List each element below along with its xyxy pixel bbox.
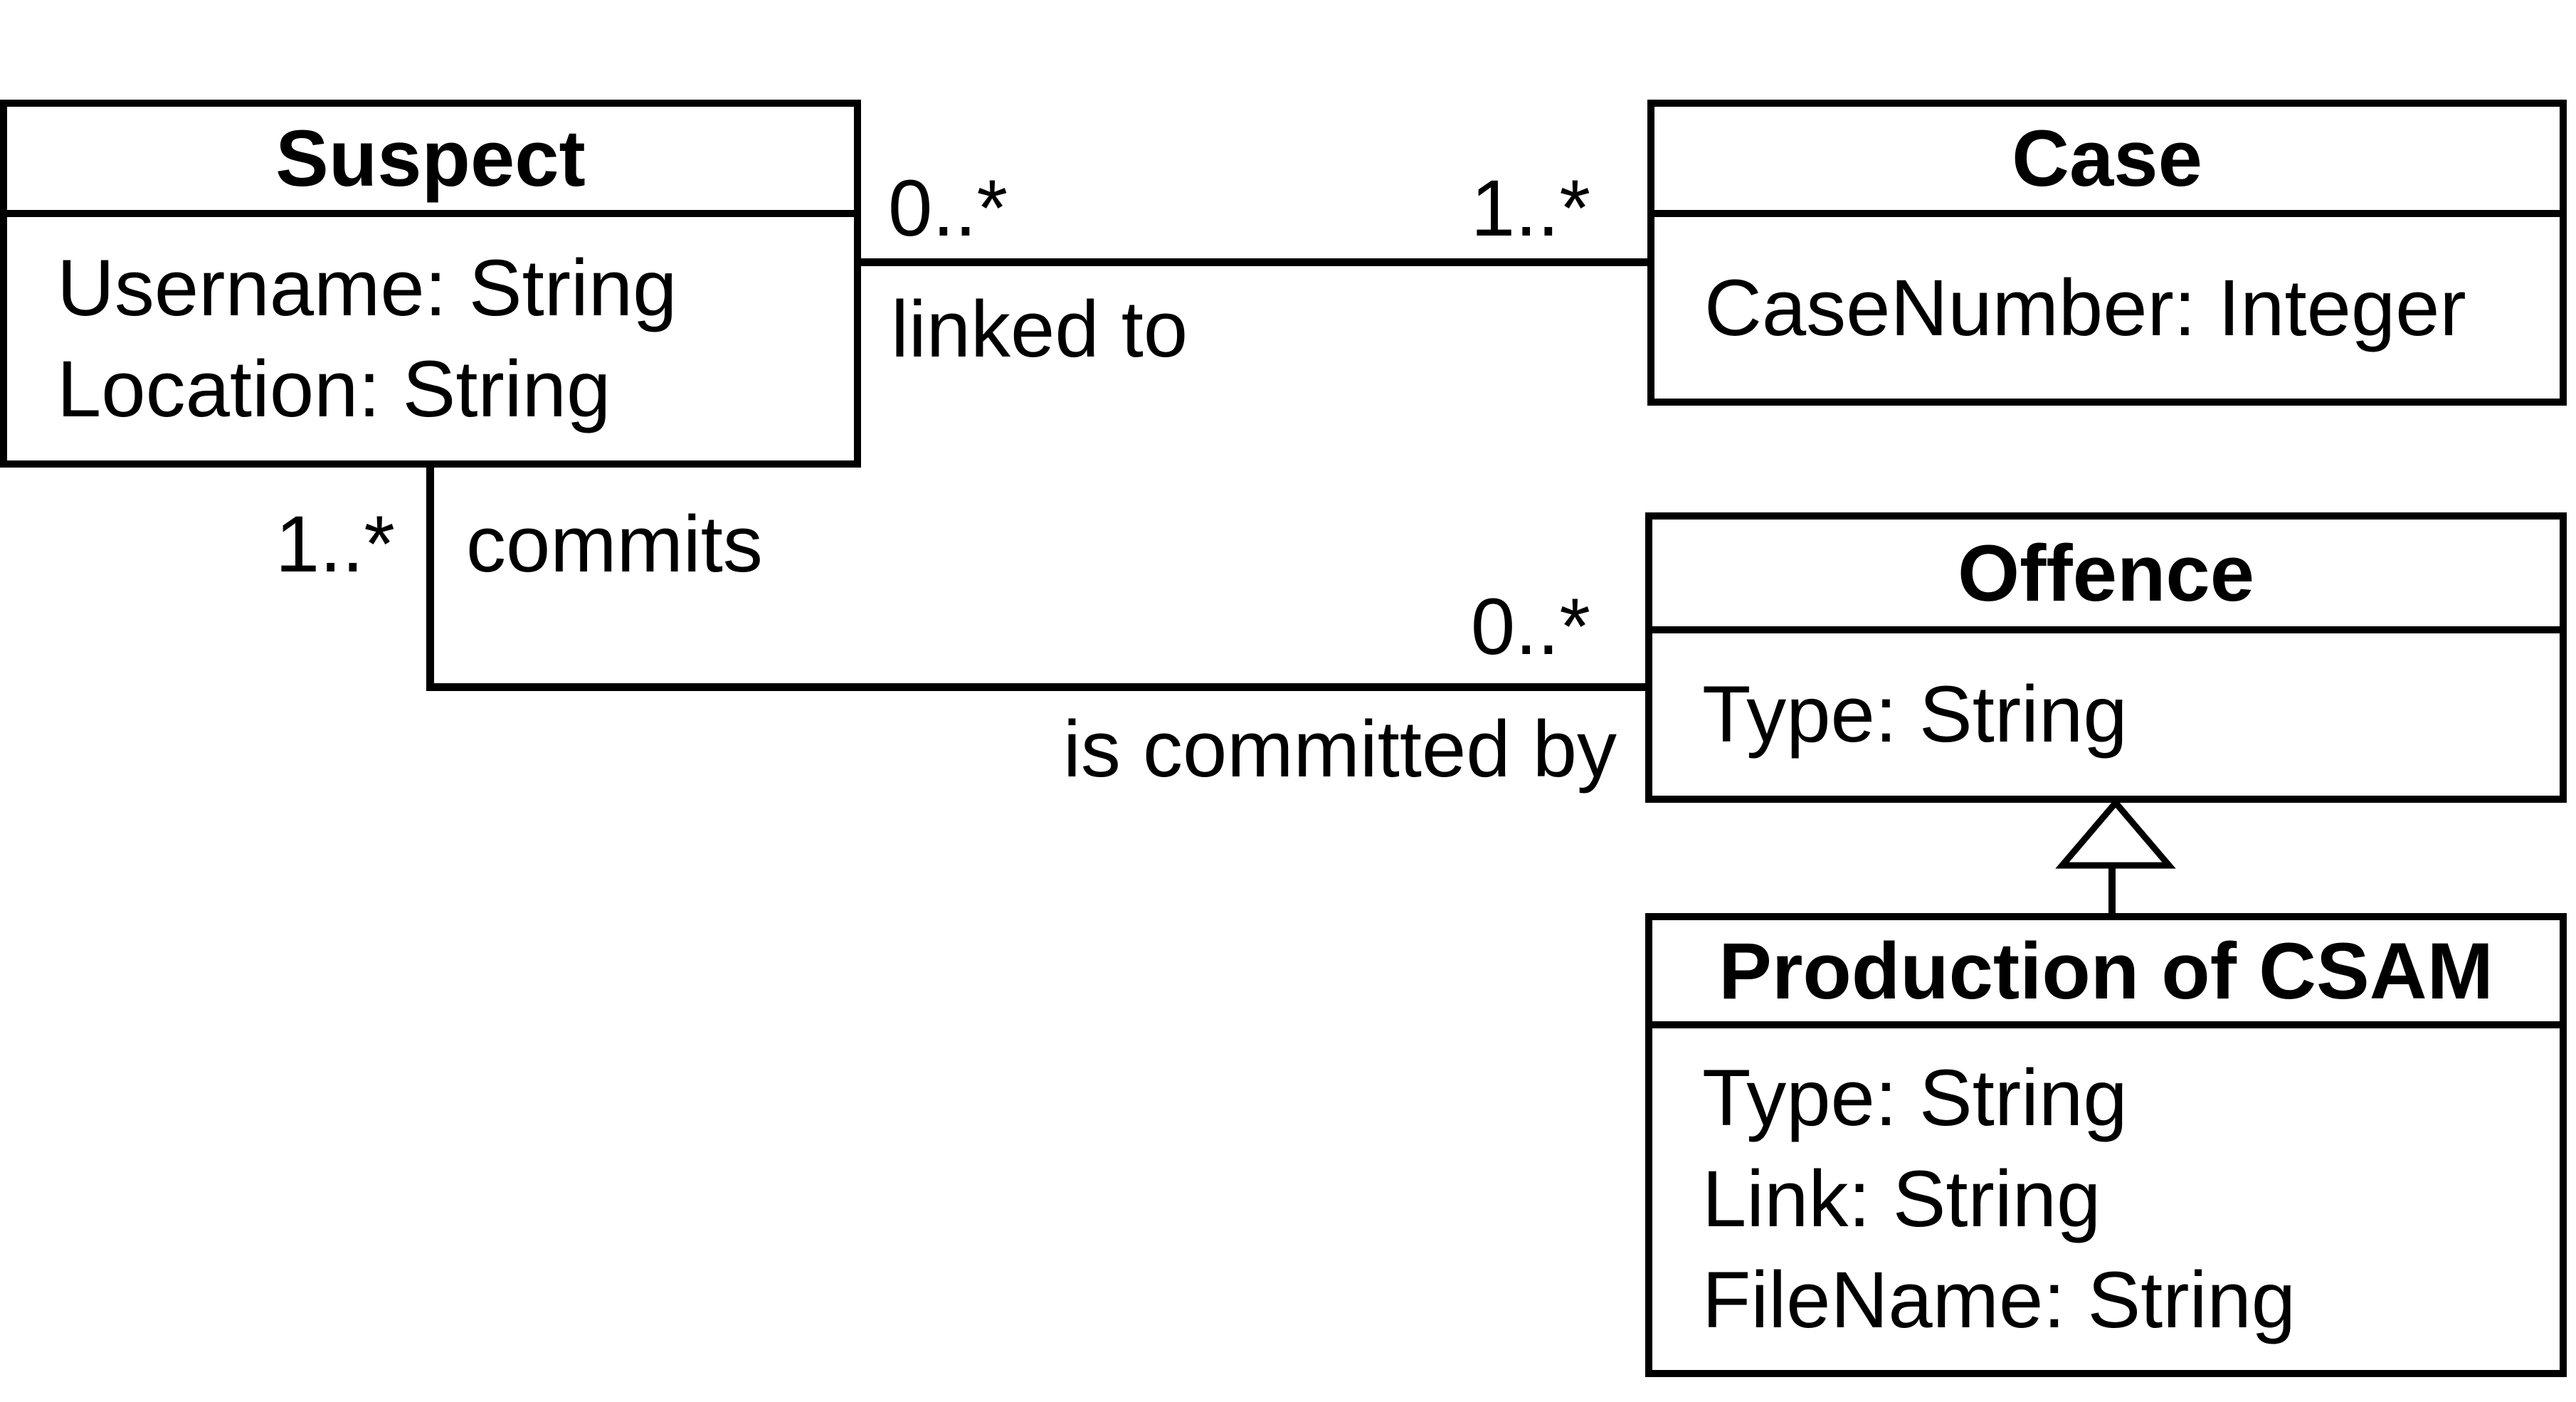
class-offence-attributes: Type: String [1652, 633, 2560, 796]
linked-to-label: linked to [891, 285, 1188, 374]
class-case-attributes: CaseNumber: Integer [1654, 217, 2560, 399]
class-suspect-title: Suspect [7, 107, 854, 217]
linked-to-target-multiplicity: 1..* [1470, 164, 1590, 253]
commits-label: commits [466, 500, 763, 589]
class-offence: Offence Type: String [1645, 512, 2567, 803]
attribute: Type: String [1702, 1053, 2128, 1142]
class-suspect-attributes: Username: String Location: String [7, 217, 854, 460]
attribute: Type: String [1702, 670, 2128, 759]
commits-source-multiplicity: 1..* [275, 500, 395, 589]
generalization-line [2108, 863, 2116, 917]
class-case-title: Case [1654, 107, 2560, 217]
class-offence-title: Offence [1652, 520, 2560, 633]
association-commits-horizontal-line [426, 683, 1649, 691]
class-suspect: Suspect Username: String Location: Strin… [0, 100, 861, 468]
generalization-arrow-icon [2055, 798, 2176, 869]
attribute: FileName: String [1702, 1255, 2296, 1344]
attribute: Username: String [57, 243, 677, 332]
attribute: Link: String [1702, 1154, 2101, 1243]
association-commits-vertical-line [426, 460, 434, 691]
association-linked-to-line [857, 258, 1651, 266]
class-production-of-csam-attributes: Type: String Link: String FileName: Stri… [1652, 1028, 2560, 1370]
linked-to-source-multiplicity: 0..* [888, 164, 1008, 253]
class-production-of-csam-title: Production of CSAM [1652, 920, 2560, 1028]
commits-target-multiplicity: 0..* [1470, 582, 1590, 671]
attribute: CaseNumber: Integer [1704, 263, 2466, 352]
is-committed-by-label: is committed by [1063, 705, 1617, 794]
class-case: Case CaseNumber: Integer [1647, 100, 2567, 406]
class-production-of-csam: Production of CSAM Type: String Link: St… [1645, 913, 2567, 1377]
attribute: Location: String [57, 344, 611, 433]
